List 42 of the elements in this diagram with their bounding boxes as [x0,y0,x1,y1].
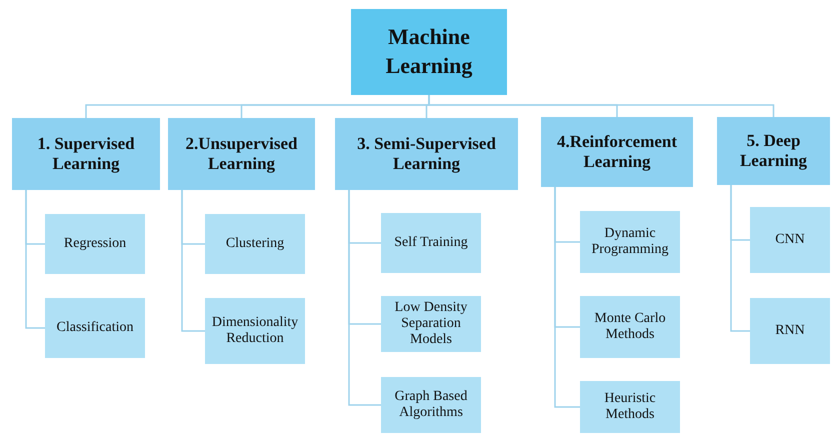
box-label: 1. Supervised Learning [36,134,136,174]
box-label: Clustering [226,236,284,252]
box-label: Classification [56,320,134,336]
box-label: RNN [775,322,805,340]
method-box [381,213,481,273]
box-label: Self Training [394,234,468,252]
category-box [168,118,315,190]
connector-line [348,190,381,406]
method-box [381,377,481,433]
box-label: Graph Based Algorithms [394,388,468,422]
box-label: 4.Reinforcement Learning [556,132,678,172]
method-box [750,298,830,364]
box-label: Monte Carlo Methods [593,310,667,344]
box-label: Regression [64,236,126,252]
box-label: Low Density Separation Models [394,300,468,348]
connector-line [554,187,580,408]
box-label: 5. Deep Learning [738,131,808,171]
method-box [205,298,305,364]
method-box [750,207,830,273]
box-label: Dynamic Programming [590,226,670,258]
category-box [335,118,518,190]
box-label: 2.Unsupervised Learning [184,134,298,174]
method-box [580,381,680,433]
box-label: CNN [775,232,805,248]
method-box [45,298,145,358]
method-box [205,214,305,274]
category-box [12,118,160,190]
category-box [541,117,693,187]
box-label: 3. Semi-Supervised Learning [356,134,497,174]
connector-line [25,190,45,329]
method-box [580,296,680,358]
method-box [381,296,481,352]
box-label: Heuristic Methods [603,390,657,424]
connector-line [730,185,750,332]
box-label: Dimensionality Reduction [210,314,300,348]
method-box [45,214,145,274]
category-box [717,117,830,185]
connector-line [181,190,205,332]
root-box [351,9,507,95]
method-box [580,211,680,273]
connector-line [428,95,774,117]
box-label: Machine Learning [384,23,474,80]
